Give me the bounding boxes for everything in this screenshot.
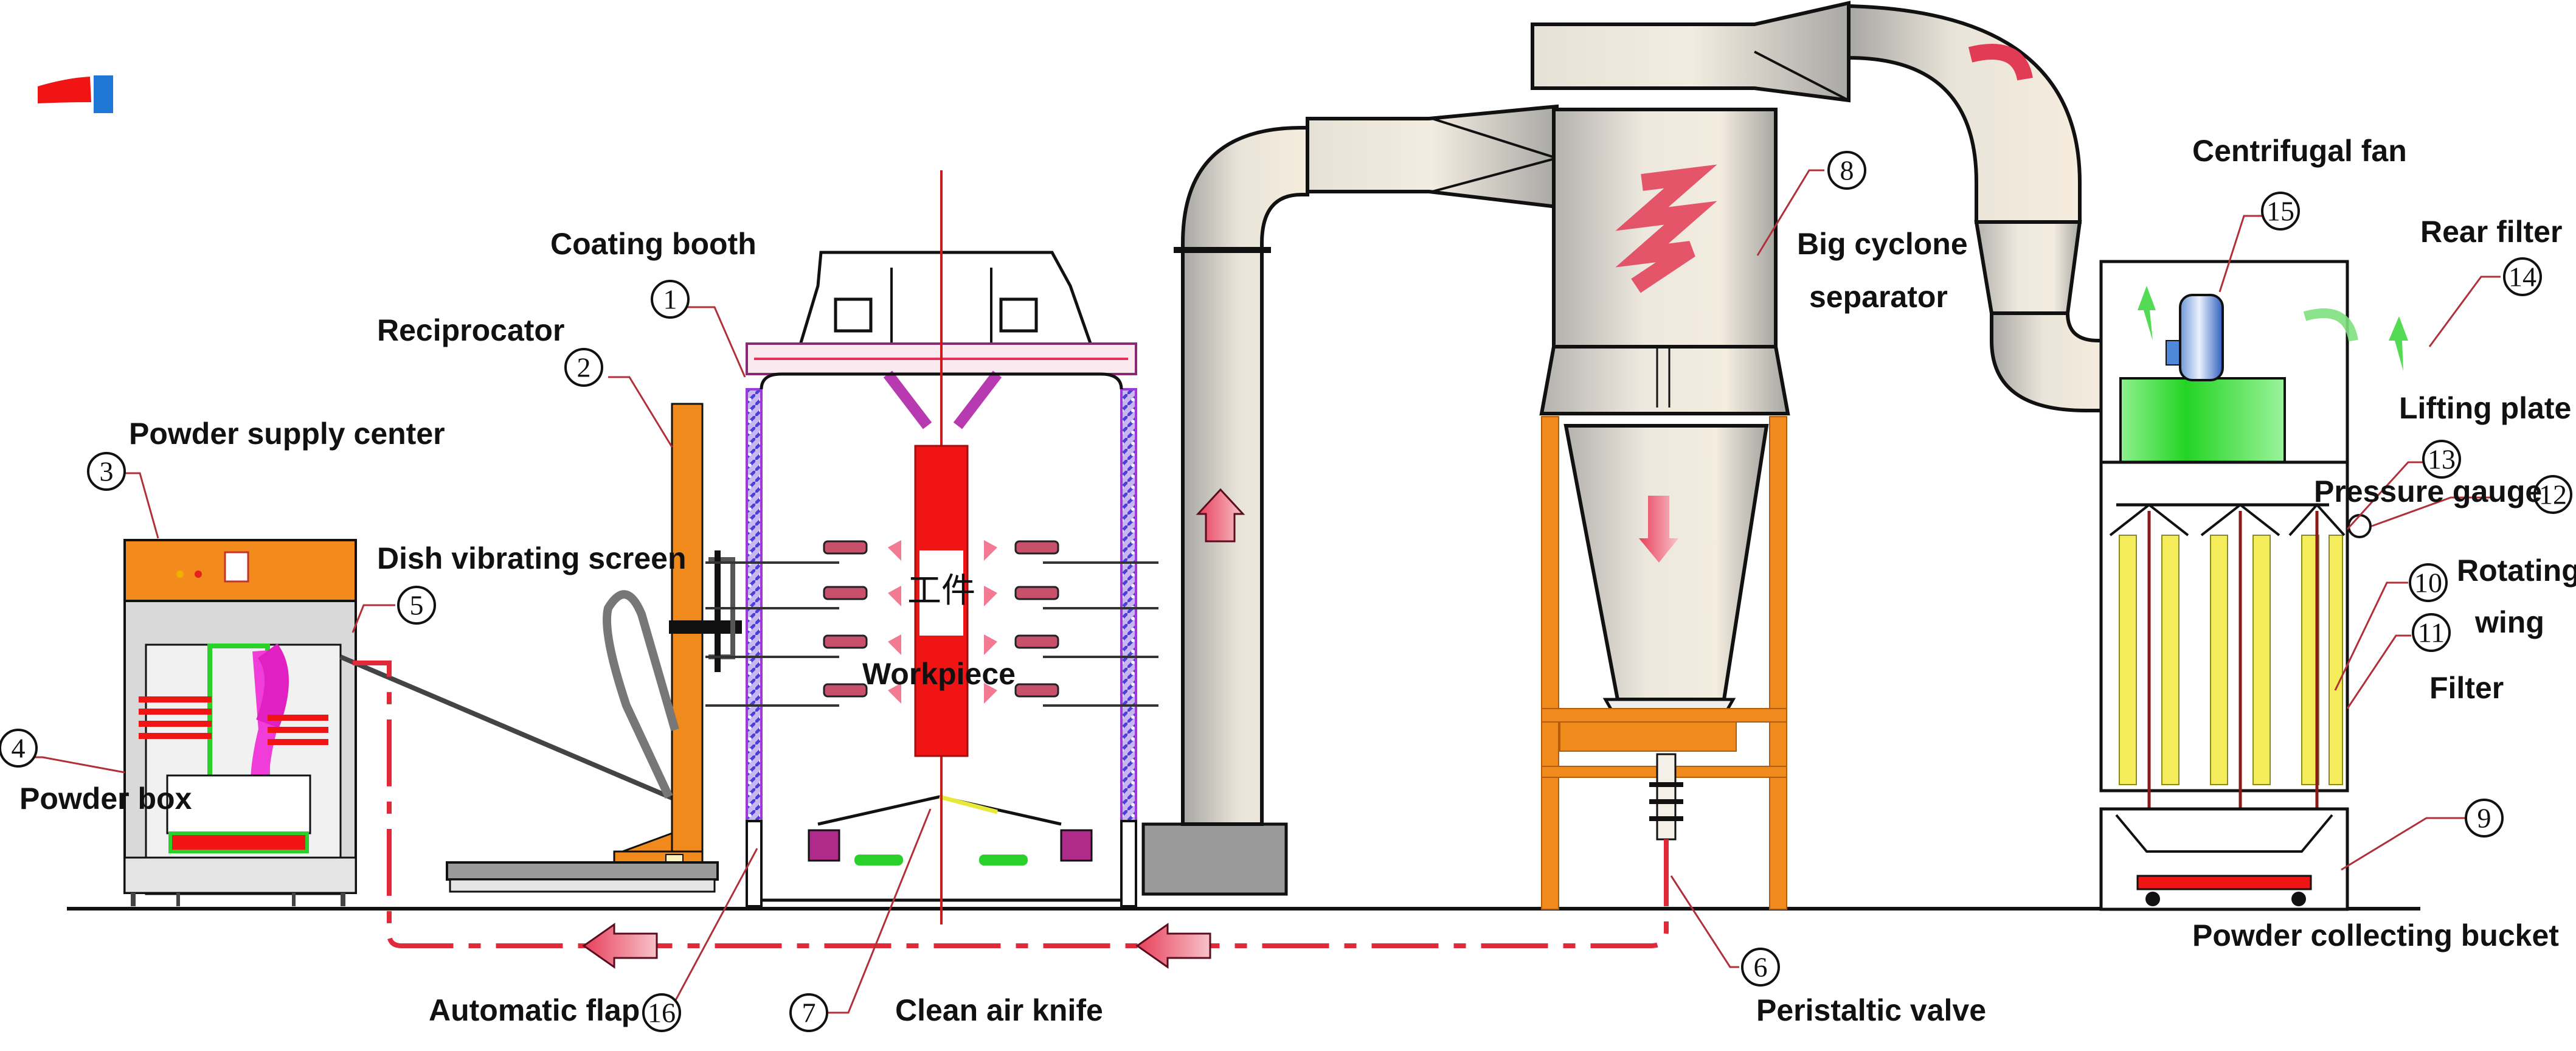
callout-8: 8 Big cyclone separator [1797, 151, 1968, 314]
label-peristaltic-valve: Peristaltic valve [1756, 993, 1986, 1027]
svg-text:15: 15 [2266, 196, 2294, 227]
svg-text:13: 13 [2428, 444, 2456, 475]
cyclone-to-filter-duct [1847, 4, 2106, 412]
cyclone-swirl-arrow [1615, 164, 1717, 293]
svg-text:2: 2 [577, 352, 591, 383]
svg-text:3: 3 [100, 456, 114, 487]
label-centrifugal-fan: Centrifugal fan [2192, 134, 2407, 168]
svg-text:1: 1 [663, 284, 677, 315]
big-cyclone-separator [1531, 1, 1851, 910]
label-workpiece: Workpiece [862, 657, 1016, 691]
color-elbow-graphic [38, 75, 113, 113]
svg-text:6: 6 [1754, 952, 1768, 983]
label-automatic-flap: Automatic flap [429, 993, 640, 1027]
label-coating-booth: Coating booth [550, 227, 757, 261]
label-lifting-plate: Lifting plate [2399, 391, 2571, 425]
svg-text:8: 8 [1840, 155, 1854, 186]
callout-14: 14 Rear filter [2420, 215, 2562, 296]
label-big-cyclone: Big cyclone [1797, 227, 1968, 261]
callout-10: 10 Rotating wing [2409, 553, 2576, 639]
callout-16: 16 Automatic flap [429, 993, 681, 1032]
callout-4: 4 Powder box [0, 729, 192, 816]
powder-hose [339, 654, 673, 800]
callout-5: 5 Dish vibrating screen [377, 541, 687, 625]
exhaust-curve-arrow [1968, 44, 2033, 81]
svg-text:11: 11 [2418, 617, 2445, 648]
powder-return-arrow-left [582, 923, 658, 969]
label-separator: separator [1809, 280, 1948, 314]
powder-return-line [353, 661, 1669, 969]
svg-text:5: 5 [410, 590, 424, 621]
label-powder-box: Powder box [19, 782, 192, 816]
label-filter: Filter [2429, 671, 2504, 705]
label-powder-collecting-bucket: Powder collecting bucket [2192, 918, 2559, 952]
label-powder-supply-center: Powder supply center [129, 417, 445, 451]
svg-text:10: 10 [2414, 567, 2442, 598]
booth-exhaust-duct [1141, 104, 1559, 896]
duct-up-arrow [1196, 488, 1245, 543]
callout-6: 6 Peristaltic valve [1741, 948, 1986, 1027]
svg-text:14: 14 [2508, 262, 2536, 293]
filter-fan-unit [2099, 260, 2408, 911]
label-wing: wing [2474, 605, 2544, 639]
label-rear-filter: Rear filter [2420, 215, 2562, 249]
label-pressure-gauge: Pressure gauge [2314, 474, 2542, 508]
callout-13: 13 Lifting plate [2399, 391, 2571, 479]
svg-text:7: 7 [802, 997, 816, 1028]
callout-2: 2 Reciprocator [377, 313, 603, 387]
svg-text:16: 16 [648, 997, 676, 1028]
svg-text:9: 9 [2477, 803, 2491, 834]
svg-text:4: 4 [12, 733, 26, 764]
callout-12: 12 Pressure gauge [2314, 474, 2572, 514]
label-reciprocator: Reciprocator [377, 313, 564, 347]
label-clean-air-knife: Clean air knife [895, 993, 1103, 1027]
svg-text:12: 12 [2539, 479, 2567, 510]
callout-9: 9 Powder collecting bucket [2192, 799, 2559, 952]
workpiece-chinese-text: 工件 [907, 571, 975, 611]
callout-15: 15 Centrifugal fan [2192, 134, 2407, 231]
label-dish-vibrating-screen: Dish vibrating screen [377, 541, 687, 575]
cyclone-down-arrow [1639, 496, 1678, 563]
powder-supply-center [123, 539, 357, 906]
callout-1: 1 Coating booth [550, 227, 757, 319]
workpiece: 工件 [907, 445, 975, 757]
callout-3: 3 Powder supply center [87, 417, 445, 491]
callout-11: 11 Filter [2412, 613, 2504, 705]
reciprocator [446, 403, 742, 893]
label-rotating: Rotating [2457, 553, 2576, 588]
callout-7: 7 Clean air knife [789, 993, 1103, 1032]
powder-return-arrow-right [1135, 923, 1211, 969]
